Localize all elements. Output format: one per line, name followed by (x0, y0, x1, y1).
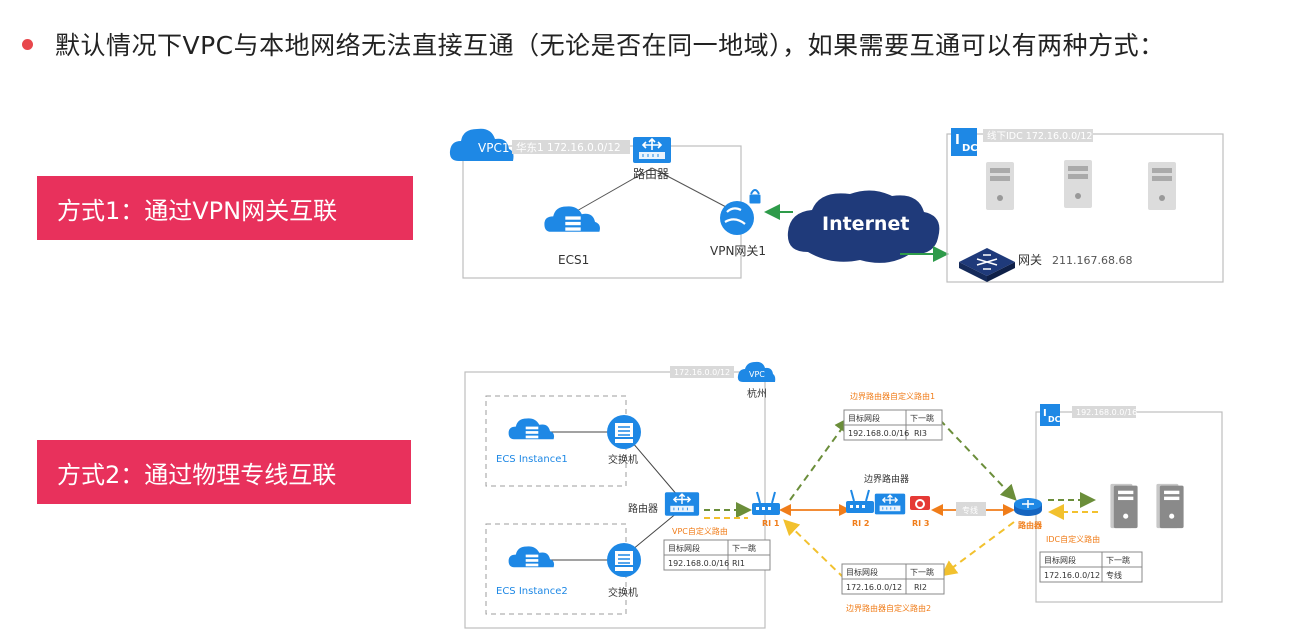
vpc-route-h1: 目标网段 (668, 543, 700, 553)
region-label: 杭州 (747, 387, 767, 400)
switch2-label: 交换机 (608, 586, 638, 599)
gateway-label: 网关 (1018, 253, 1042, 267)
ecs-group1-box (485, 395, 627, 487)
idc1-server3-icon (1148, 162, 1176, 210)
ecs-group2-box (485, 523, 627, 615)
idc-route-title: IDC自定义路由 (1046, 534, 1100, 544)
idc2-icon: I DC (1040, 404, 1061, 426)
idc-route-table (1039, 551, 1143, 583)
idc1-server1-icon (986, 162, 1014, 210)
svg-text:I: I (1043, 408, 1047, 419)
idc1-icon: I DC (951, 128, 978, 156)
link-switch1-router (631, 441, 679, 497)
internet-cloud (787, 190, 940, 263)
border-route1-table (843, 409, 943, 441)
border-router-icon (874, 492, 906, 516)
link-router-ecs (574, 167, 653, 213)
idc2-server1-icon (1110, 483, 1138, 529)
vpn-gateway-label: VPN网关1 (710, 244, 766, 258)
method2-label: 方式2：通过物理专线互联 (37, 440, 411, 504)
vpc2-cloud-icon (737, 361, 776, 382)
dedicated-line-bg (956, 502, 986, 516)
idc1-title-bg (983, 129, 1093, 142)
vpc1-cloud-icon (449, 128, 514, 161)
border-route1-c1: 192.168.0.0/16 (848, 429, 909, 438)
switch1-icon (606, 414, 642, 450)
vpc2-cidr-bg (670, 366, 734, 378)
ri2-icon (845, 489, 875, 514)
ri2-label: RI 2 (852, 519, 870, 528)
idc-route-c1: 172.16.0.0/12 (1044, 571, 1100, 580)
border-route2-h1: 目标网段 (846, 567, 878, 577)
idc2-server2-icon (1156, 483, 1184, 529)
idc-router-icon (1014, 498, 1042, 516)
svg-text:DC: DC (1048, 415, 1061, 424)
link-switch2-router (631, 511, 679, 551)
internet-label: Internet (822, 213, 909, 235)
ri3-icon (910, 496, 930, 510)
dedicated-line-label: 专线 (962, 505, 978, 515)
vpc2-tag: VPC (749, 370, 765, 379)
vpc-route-title: VPC自定义路由 (672, 526, 728, 536)
intro-text: 默认情况下VPC与本地网络无法直接互通（无论是否在同一地域），如果需要互通可以有… (55, 31, 1165, 60)
ri1-label: RI 1 (762, 519, 780, 528)
border-route2-c1: 172.16.0.0/12 (846, 583, 902, 592)
vpc-route-c1: 192.168.0.0/16 (668, 559, 729, 568)
border-route2-table (841, 563, 945, 595)
ecs1-icon (544, 206, 600, 232)
border-route1-title: 边界路由器自定义路由1 (850, 391, 935, 401)
ecs-instance1-icon (508, 418, 555, 440)
idc1-server2-icon (1064, 160, 1092, 208)
vpc1-cidr: 华东1 172.16.0.0/12 (516, 141, 621, 154)
idc-router-label: 路由器 (1018, 520, 1043, 530)
vpc2-box (464, 371, 766, 629)
vpc-route-h2: 下一跳 (732, 543, 756, 553)
vpc-route-table (663, 539, 771, 571)
vpc1-tag: VPC1 (478, 141, 509, 155)
vpc1-box (462, 145, 742, 279)
ecs-instance2-label: ECS Instance2 (496, 586, 568, 597)
method1-label: 方式1：通过VPN网关互联 (37, 176, 413, 240)
link-router-vpn (651, 167, 729, 209)
border-route2-c2: RI2 (914, 583, 927, 592)
switch2-icon (606, 542, 642, 578)
vpn-gateway-icon (720, 189, 762, 235)
idc1-title: 线下IDC 172.16.0.0/12 (987, 130, 1092, 142)
bullet-dot-icon (22, 38, 33, 50)
ri3-label: RI 3 (912, 519, 930, 528)
svg-text:DC: DC (962, 143, 978, 154)
vpc-router-icon (664, 491, 700, 517)
intro-line: 默认情况下VPC与本地网络无法直接互通（无论是否在同一地域），如果需要互通可以有… (22, 26, 1165, 62)
vpc1-cidr-bg (512, 140, 630, 154)
vpc2-cidr: 172.16.0.0/12 (674, 368, 730, 377)
router1-label: 路由器 (633, 166, 669, 181)
idc2-cidr: 192.168.0.0/16 (1076, 408, 1137, 417)
border-route1-h1: 目标网段 (848, 413, 880, 423)
gateway-icon (959, 248, 1015, 282)
idc-route-h2: 下一跳 (1106, 555, 1130, 565)
border-route1-c2: RI3 (914, 429, 927, 438)
router1-icon (632, 136, 672, 164)
svg-text:I: I (955, 133, 960, 148)
idc-route-h1: 目标网段 (1044, 555, 1076, 565)
vpc-router-label: 路由器 (628, 502, 658, 515)
ecs-instance2-icon (508, 546, 555, 568)
border-router-label: 边界路由器 (864, 473, 909, 485)
route1-path-left (789, 416, 851, 501)
switch1-label: 交换机 (608, 453, 638, 466)
gateway-ip: 211.167.68.68 (1052, 254, 1132, 267)
route2-path-right (940, 521, 1015, 577)
border-route1-h2: 下一跳 (910, 413, 934, 423)
route2-path-left (783, 519, 845, 579)
ecs1-label: ECS1 (558, 253, 589, 267)
ecs-instance1-label: ECS Instance1 (496, 454, 568, 465)
border-route2-h2: 下一跳 (910, 567, 934, 577)
vpc-route-c2: RI1 (732, 559, 745, 568)
ri1-icon (751, 491, 781, 516)
border-route2-title: 边界路由器自定义路由2 (846, 603, 931, 613)
route1-path-right (939, 419, 1017, 501)
idc-route-c2: 专线 (1106, 570, 1122, 580)
idc2-cidr-bg (1072, 406, 1136, 418)
